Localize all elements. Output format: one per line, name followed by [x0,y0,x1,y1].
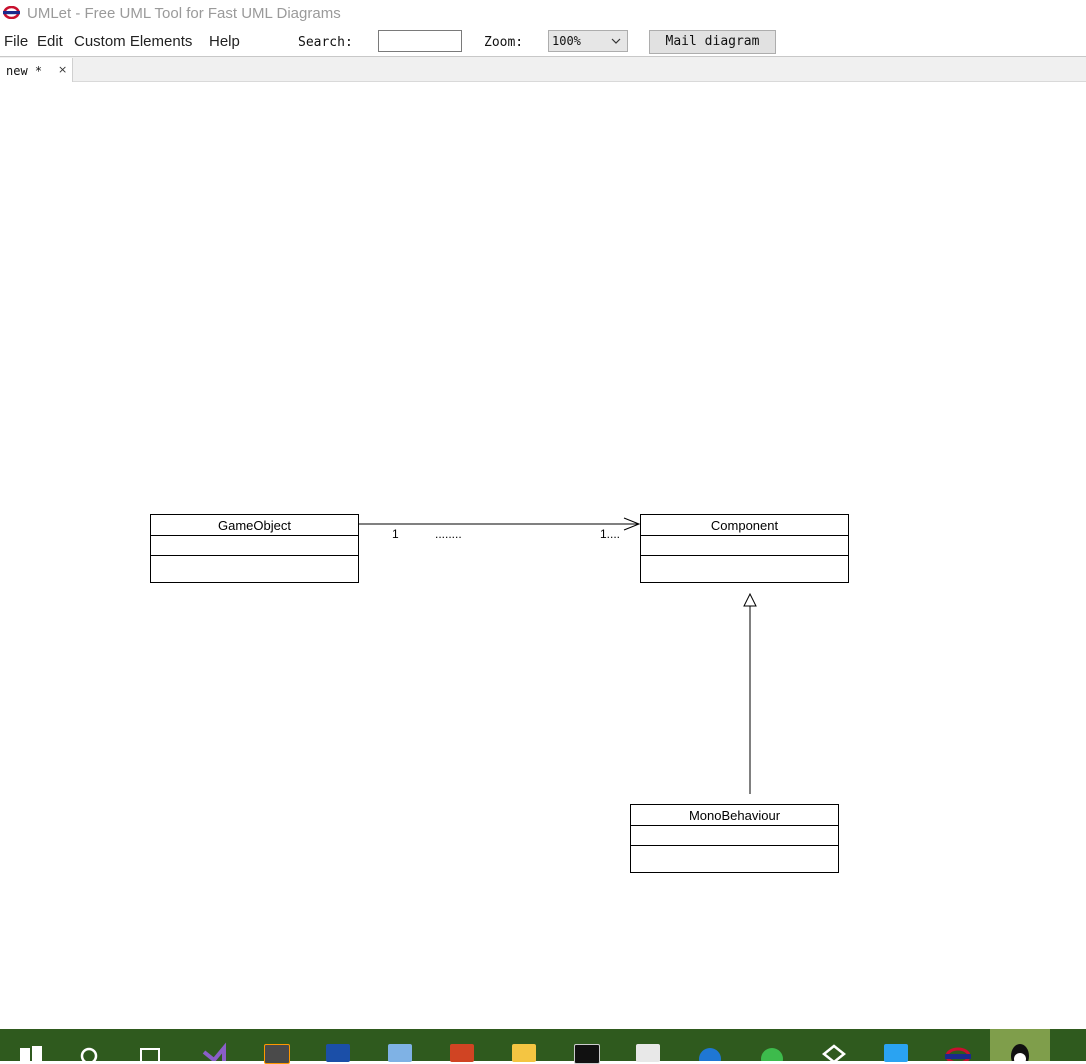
sublime-text-icon[interactable] [261,1032,291,1064]
menu-bar: File Edit Custom Elements Help Search: Z… [0,28,1086,56]
menu-custom-elements[interactable]: Custom Elements [74,33,193,50]
umlet-icon[interactable] [943,1032,973,1061]
wps-icon[interactable] [881,1032,911,1062]
browser-icon[interactable] [757,1032,787,1061]
tab-label: new * [6,64,43,78]
qq-icon[interactable] [1005,1032,1035,1061]
tab-new[interactable]: new * × [0,58,73,83]
tab-strip: new * × [0,56,1086,83]
search-label: Search: [298,35,353,50]
class-monobehaviour[interactable]: MonoBehaviour [630,804,839,873]
class-attributes [641,536,848,556]
hollow-triangle-arrowhead-icon [743,592,757,607]
file-explorer-icon[interactable] [509,1032,539,1062]
terminal-icon[interactable] [571,1032,601,1064]
task-view-icon[interactable] [135,1032,165,1061]
menu-file[interactable]: File [4,33,29,50]
class-name: Component [641,515,848,536]
association-label: ........ [435,527,462,541]
title-bar: UMLet - Free UML Tool for Fast UML Diagr… [0,0,1086,28]
target-multiplicity: 1.... [600,527,621,541]
zoom-value: 100% [552,34,581,48]
diagram-canvas[interactable]: 1 ........ 1.... GameObject Component Mo… [0,82,1086,1029]
edge-icon[interactable] [695,1032,725,1061]
class-name: MonoBehaviour [631,805,838,826]
open-arrowhead-icon [623,517,641,531]
windows-start-icon[interactable] [17,1032,47,1061]
menu-edit[interactable]: Edit [37,33,63,50]
umlet-app-icon [3,6,20,19]
source-multiplicity: 1 [392,527,399,541]
class-gameobject[interactable]: GameObject [150,514,359,583]
class-name: GameObject [151,515,358,536]
close-icon[interactable]: × [58,63,68,76]
class-attributes [631,826,838,846]
virtualbox-icon[interactable] [385,1032,415,1062]
visual-studio-icon[interactable] [198,1032,228,1061]
chevron-down-icon [611,38,621,44]
zoom-label: Zoom: [484,35,524,50]
class-attributes [151,536,358,556]
menu-help[interactable]: Help [209,33,240,50]
calculator-icon[interactable] [633,1032,663,1062]
class-component[interactable]: Component [640,514,849,583]
office-icon[interactable] [447,1032,477,1062]
dev-cpp-icon[interactable] [323,1032,353,1062]
search-input[interactable] [378,30,462,52]
taskbar [0,1029,1086,1064]
window-title: UMLet - Free UML Tool for Fast UML Diagr… [27,5,341,22]
unity-icon[interactable] [819,1032,849,1061]
zoom-select[interactable]: 100% [548,30,628,52]
mail-diagram-button[interactable]: Mail diagram [649,30,776,54]
relations-layer [359,517,757,794]
search-icon[interactable] [75,1032,105,1061]
